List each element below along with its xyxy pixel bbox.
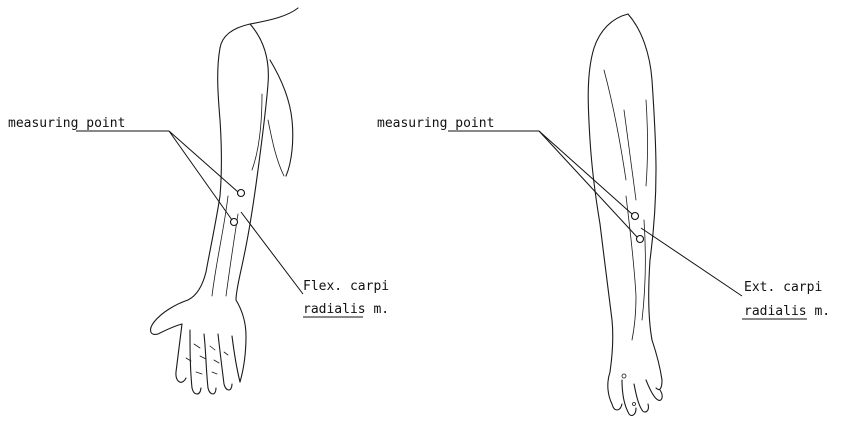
measuring-point-label: measuring point: [377, 116, 494, 131]
measuring-point-label: measuring point: [8, 116, 125, 131]
measuring-point-marker: [238, 190, 245, 197]
muscle-label-flex-carpi: Flex. carpi: [303, 279, 389, 294]
muscle-label-radialis: radialis m.: [744, 304, 830, 319]
right-arm-illustration: [588, 14, 662, 415]
left-arm-illustration: [151, 8, 298, 394]
measuring-point-marker: [632, 213, 639, 220]
muscle-label-radialis: radialis m.: [303, 302, 389, 317]
measuring-point-marker: [637, 236, 644, 243]
muscle-label-ext-carpi: Ext. carpi: [744, 280, 822, 295]
